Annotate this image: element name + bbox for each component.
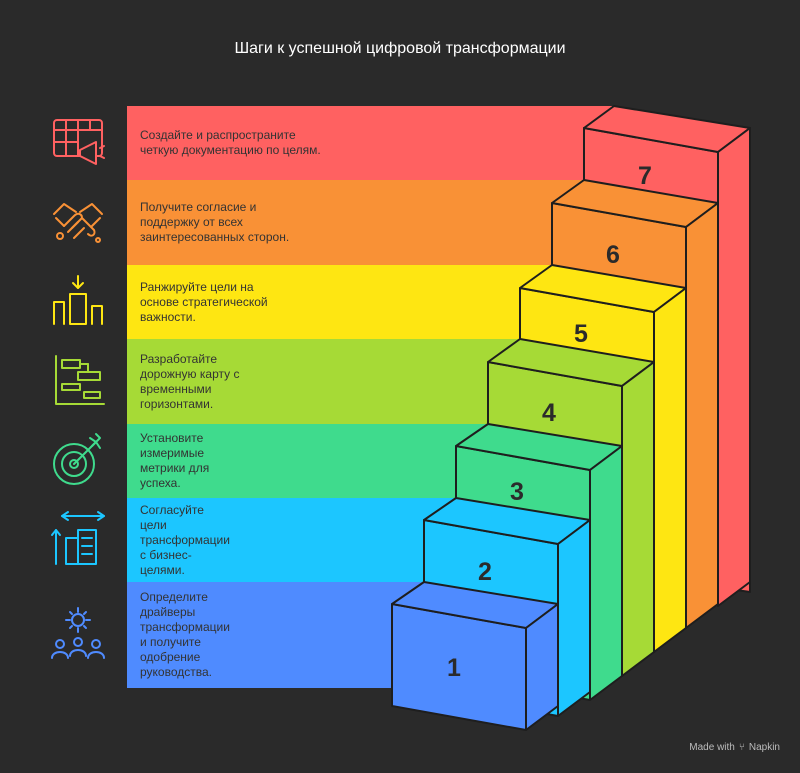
step-3-number: 3 (510, 478, 524, 506)
step-4-number: 4 (542, 399, 556, 427)
megaphone-calendar-icon (48, 112, 108, 172)
step-5-band: Ранжируйте цели на основе стратегической… (127, 265, 552, 339)
step-6-number: 6 (606, 241, 620, 269)
step-2-number: 2 (478, 558, 492, 586)
step-5-text: Ранжируйте цели на основе стратегической… (140, 279, 268, 324)
step-4-band: Разработайте дорожную карту с временными… (127, 339, 522, 424)
step-7-number: 7 (638, 162, 652, 190)
step-1-number: 1 (447, 654, 461, 682)
step-3-text: Установите измеримые метрики для успеха. (140, 431, 210, 490)
step-6-text: Получите согласие и поддержку от всех за… (140, 200, 290, 244)
diagram-title: Шаги к успешной цифровой трансформации (234, 40, 566, 57)
napkin-logo-icon: ⑂ (738, 742, 745, 753)
brand-name: Napkin (748, 742, 780, 753)
step-6-band: Получите согласие и поддержку от всех за… (127, 180, 582, 265)
step-4-text: Разработайте дорожную карту с временными… (140, 351, 240, 411)
target-arrow-icon (48, 430, 108, 490)
ranking-icon (48, 270, 108, 330)
team-gear-icon (48, 604, 108, 664)
step-5-number: 5 (574, 320, 588, 348)
handshake-icon (48, 192, 108, 252)
step-1-block (391, 581, 559, 731)
gantt-chart-icon (48, 350, 108, 410)
building-growth-icon (48, 508, 108, 568)
step-2-text: Согласуйте цели трансформации с бизнес-ц… (140, 502, 230, 577)
step-1-text: Определите драйверы трансформации и полу… (140, 590, 230, 679)
step-3-band: Установите измеримые метрики для успеха. (127, 424, 492, 498)
step-7-band: Создайте и распространите четкую докумен… (127, 106, 612, 180)
step-7-text: Создайте и распространите четкую докумен… (140, 128, 321, 157)
step-1-band: Определите драйверы трансформации и полу… (127, 582, 432, 688)
footer-credit: Made with ⑂ Napkin (689, 742, 780, 753)
step-2-band: Согласуйте цели трансформации с бизнес-ц… (127, 498, 462, 582)
made-with-label: Made with (689, 742, 735, 753)
